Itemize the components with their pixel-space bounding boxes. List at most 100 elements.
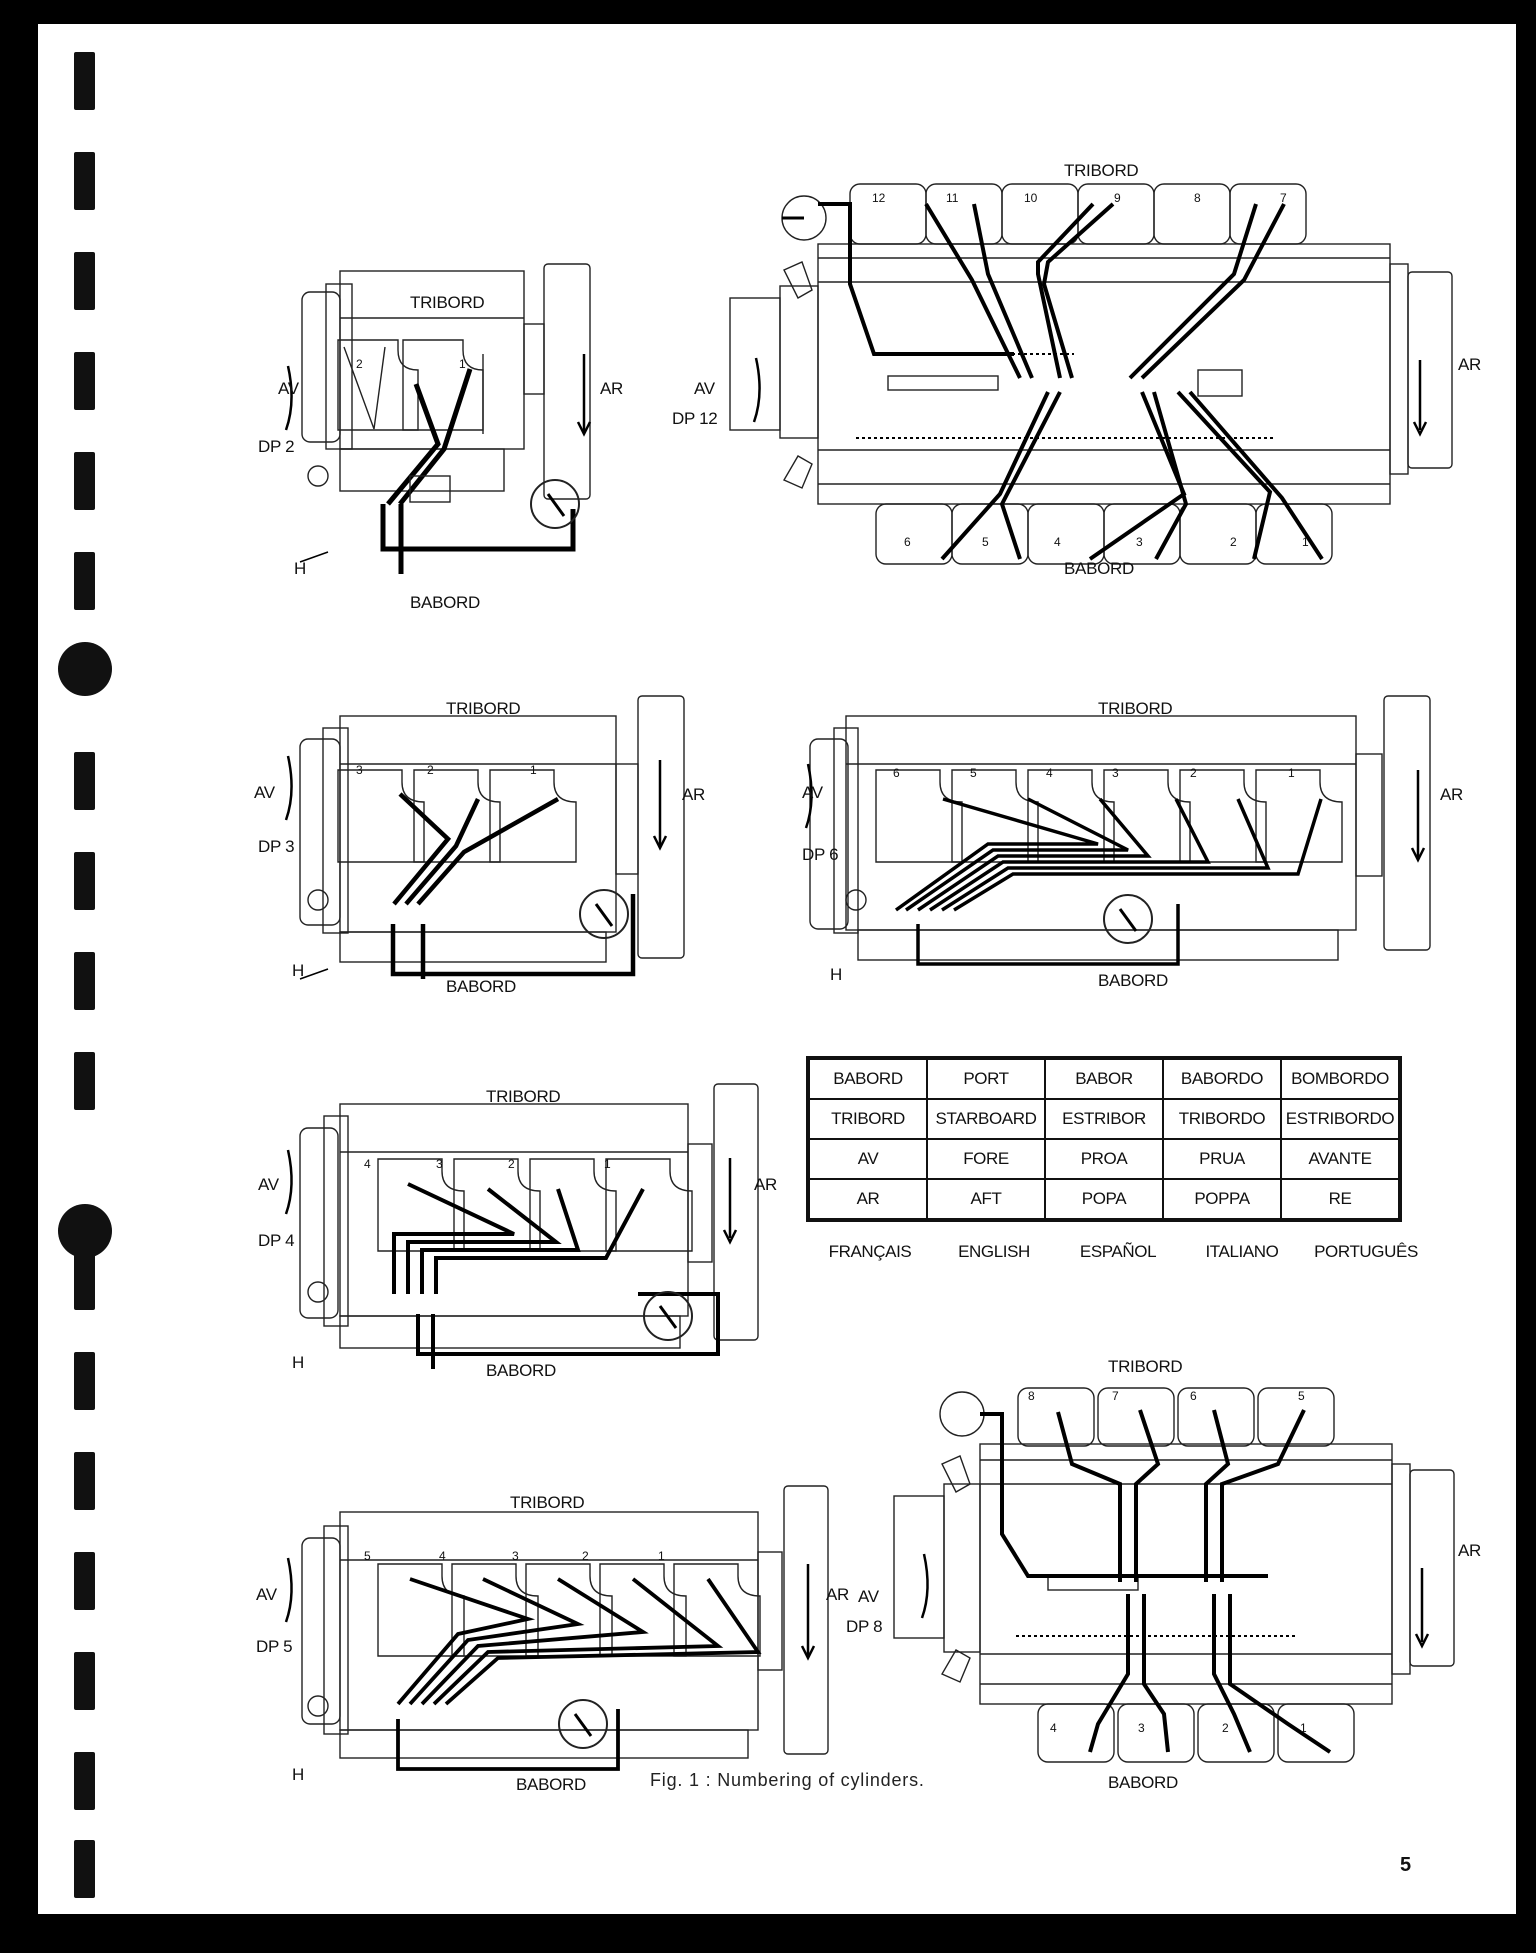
svg-text:4: 4: [364, 1157, 371, 1171]
label-babord: BABORD: [446, 977, 516, 996]
label-tribord: TRIBORD: [1108, 1357, 1182, 1376]
diagram-dp5: [301, 1485, 829, 1759]
svg-text:3: 3: [356, 763, 363, 777]
binder-hole: [74, 52, 95, 110]
manual-page: TRIBORD BABORD AV DP 2 H AR TRIBORD BABO…: [38, 24, 1516, 1914]
binder-hole: [74, 752, 95, 810]
label-ar: AR: [682, 785, 705, 804]
binder-hole: [74, 852, 95, 910]
page-number: 5: [1400, 1854, 1412, 1876]
svg-text:1: 1: [658, 1549, 665, 1563]
table-cell: AFT: [926, 1178, 1046, 1221]
svg-text:12: 12: [872, 191, 886, 205]
svg-text:3: 3: [512, 1549, 519, 1563]
svg-text:2: 2: [1230, 535, 1237, 549]
svg-text:1: 1: [604, 1157, 611, 1171]
dp6-pipes: [894, 797, 1323, 966]
label-h: H: [292, 1765, 304, 1784]
table-cell: TRIBORD: [807, 1098, 928, 1140]
svg-text:4: 4: [1046, 766, 1053, 780]
svg-text:5: 5: [982, 535, 989, 549]
label-dp4: DP 4: [258, 1231, 294, 1250]
table-cell: BABORDO: [1162, 1057, 1282, 1100]
label-tribord: TRIBORD: [1064, 161, 1138, 180]
dp8-pipes: [980, 1409, 1332, 1754]
translation-table: BABORD PORT BABOR BABORDO BOMBORDO TRIBO…: [806, 1056, 1402, 1222]
label-tribord: TRIBORD: [486, 1087, 560, 1106]
language-label: ESPAÑOL: [1079, 1242, 1157, 1261]
svg-text:1: 1: [530, 763, 537, 777]
table-cell: AV: [807, 1138, 928, 1180]
svg-text:4: 4: [439, 1549, 446, 1563]
language-label: ENGLISH: [958, 1242, 1030, 1261]
label-h: H: [292, 1353, 304, 1372]
table-cell: TRIBORDO: [1162, 1098, 1282, 1140]
diagram-dp3: [299, 695, 685, 963]
svg-text:2: 2: [356, 357, 363, 371]
svg-text:3: 3: [1136, 535, 1143, 549]
table-row: BABORD PORT BABOR BABORDO BOMBORDO: [807, 1057, 1401, 1100]
table-row: TRIBORD STARBOARD ESTRIBOR TRIBORDO ESTR…: [807, 1098, 1401, 1140]
label-dp3: DP 3: [258, 837, 294, 856]
label-av: AV: [256, 1585, 278, 1604]
label-ar: AR: [754, 1175, 777, 1194]
binder-hole: [74, 252, 95, 310]
language-label: PORTUGUÊS: [1314, 1242, 1418, 1261]
table-cell: POPA: [1044, 1178, 1164, 1221]
binder-hole: [74, 1840, 95, 1898]
svg-text:2: 2: [1190, 766, 1197, 780]
table-row: AR AFT POPA POPPA RE: [807, 1178, 1401, 1221]
binder-hole: [74, 1652, 95, 1710]
label-av: AV: [802, 783, 824, 802]
label-babord: BABORD: [1064, 559, 1134, 578]
label-av: AV: [254, 783, 276, 802]
svg-text:2: 2: [1222, 1721, 1229, 1735]
dp2-pipes: [380, 368, 576, 574]
table-cell: FORE: [926, 1138, 1046, 1180]
svg-text:6: 6: [893, 766, 900, 780]
dp2-filter: [409, 475, 451, 503]
punch-hole: [58, 642, 112, 696]
binder-hole: [74, 1352, 95, 1410]
svg-text:7: 7: [1280, 191, 1287, 205]
label-tribord: TRIBORD: [510, 1493, 584, 1512]
svg-text:6: 6: [904, 535, 911, 549]
binder-hole: [74, 152, 95, 210]
diagram-labels: TRIBORD BABORD AV DP 2 H AR TRIBORD BABO…: [254, 161, 1481, 1794]
svg-text:4: 4: [1050, 1721, 1057, 1735]
table-cell: RE: [1280, 1178, 1401, 1221]
table-cell: AR: [807, 1178, 928, 1221]
svg-text:5: 5: [364, 1549, 371, 1563]
label-ar: AR: [1440, 785, 1463, 804]
table-cell: AVANTE: [1280, 1138, 1401, 1180]
binder-hole: [74, 452, 95, 510]
svg-text:3: 3: [1138, 1721, 1145, 1735]
svg-text:5: 5: [1298, 1389, 1305, 1403]
svg-text:8: 8: [1028, 1389, 1035, 1403]
svg-text:11: 11: [946, 191, 959, 205]
label-babord: BABORD: [486, 1361, 556, 1380]
svg-text:5: 5: [970, 766, 977, 780]
svg-text:1: 1: [1300, 1721, 1307, 1735]
diagram-dp8: [893, 1387, 1455, 1763]
diagram-dp6: [809, 695, 1431, 961]
table-cell: PORT: [926, 1057, 1046, 1100]
svg-text:1: 1: [1302, 535, 1309, 549]
label-dp6: DP 6: [802, 845, 838, 864]
figure-caption: Fig. 1 : Numbering of cylinders.: [650, 1770, 925, 1790]
svg-text:4: 4: [1054, 535, 1061, 549]
svg-text:2: 2: [582, 1549, 589, 1563]
label-ar: AR: [826, 1585, 849, 1604]
label-h: H: [294, 559, 306, 578]
punch-hole: [58, 1204, 112, 1258]
label-tribord: TRIBORD: [446, 699, 520, 718]
label-dp5: DP 5: [256, 1637, 292, 1656]
binder-hole: [74, 352, 95, 410]
label-ar: AR: [600, 379, 623, 398]
dp2-pump-gauge: [530, 479, 580, 529]
diagram-dp4: [299, 1083, 759, 1349]
table-cell: BOMBORDO: [1280, 1057, 1401, 1100]
table-cell: POPPA: [1162, 1178, 1282, 1221]
diagram-dp2: [301, 263, 591, 500]
